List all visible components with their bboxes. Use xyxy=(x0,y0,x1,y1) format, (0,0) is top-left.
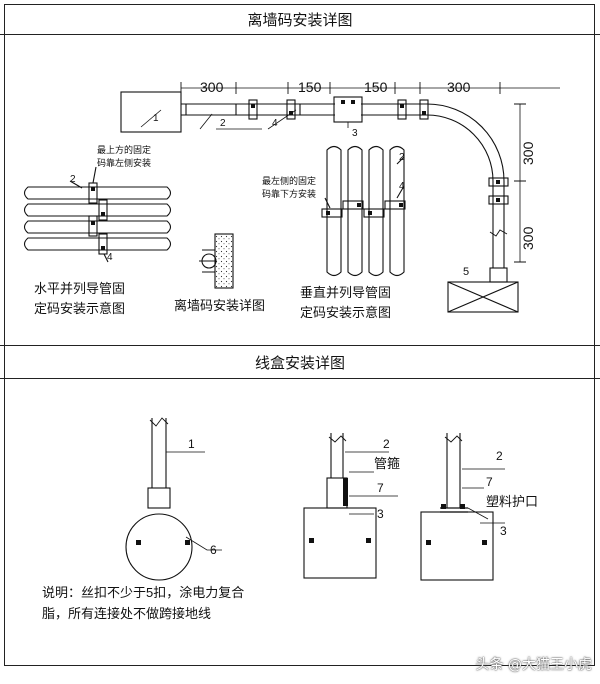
note-line-1: 说明：丝扣不少于5扣，涂电力复合 xyxy=(42,585,244,600)
caption-horizontal-1: 水平并列导管固 xyxy=(34,281,125,296)
clip-c xyxy=(397,99,407,120)
square-box-clamp-detail xyxy=(303,433,398,579)
callout-a6: 6 xyxy=(210,543,217,557)
callout-h2: 2 xyxy=(70,174,76,185)
callout-c7: 7 xyxy=(486,475,493,489)
clip-f xyxy=(488,195,509,205)
clip-b xyxy=(286,99,296,120)
horizontal-parallel-conduits xyxy=(23,166,172,263)
label-clamp: 管箍 xyxy=(374,456,400,471)
note-left-fix-2: 码靠下方安装 xyxy=(262,188,316,199)
section1-title: 离墙码安装详图 xyxy=(247,11,353,29)
dim-300-left: 300 xyxy=(200,79,224,95)
title-divider-1 xyxy=(0,34,600,35)
conduit-elbow xyxy=(426,103,505,182)
callout-a1: 1 xyxy=(188,437,195,451)
conduit-horizontal-right xyxy=(361,103,427,116)
device-box-5 xyxy=(447,281,519,313)
callout-v4: 4 xyxy=(399,181,405,192)
dim-300-vertical-bottom: 300 xyxy=(520,226,536,250)
callout-4: 4 xyxy=(272,118,278,129)
section-divider xyxy=(0,345,600,346)
section2-title: 线盒安装详图 xyxy=(254,354,345,372)
clip-d xyxy=(419,99,429,120)
callout-c3: 3 xyxy=(500,524,507,538)
note-top-fix-1: 最上方的固定 xyxy=(97,144,151,155)
callout-v2: 2 xyxy=(399,152,405,163)
title-divider-2 xyxy=(0,378,600,379)
note-left-fix-1: 最左侧的固定 xyxy=(262,175,316,186)
callout-h4: 4 xyxy=(107,252,113,263)
junction-box-3 xyxy=(333,96,363,123)
watermark: 头条 @大猫王小虎 xyxy=(475,657,592,673)
wall-clip-detail xyxy=(199,233,234,289)
dim-150-left: 150 xyxy=(298,79,322,95)
callout-b7: 7 xyxy=(377,481,384,495)
callout-2: 2 xyxy=(220,118,226,129)
dim-300-vertical-top: 300 xyxy=(520,141,536,165)
callout-c2: 2 xyxy=(496,449,503,463)
device-box-1 xyxy=(120,91,182,133)
drawing-frame xyxy=(4,4,595,666)
round-box-detail xyxy=(125,417,222,581)
caption-horizontal-2: 定码安装示意图 xyxy=(34,301,125,316)
conduit-vertical xyxy=(492,181,505,268)
label-bushing: 塑料护口 xyxy=(486,494,538,509)
note-top-fix-2: 码靠左侧安装 xyxy=(97,157,151,168)
dim-150-right: 150 xyxy=(364,79,388,95)
callout-1: 1 xyxy=(153,113,159,124)
conduit-horizontal-left xyxy=(181,103,335,116)
callout-3: 3 xyxy=(352,128,358,139)
clip-e xyxy=(488,177,509,187)
clip-a xyxy=(248,99,258,120)
caption-vertical-1: 垂直并列导管固 xyxy=(300,285,391,300)
caption-vertical-2: 定码安装示意图 xyxy=(300,305,391,320)
caption-detail: 离墙码安装详图 xyxy=(174,298,265,313)
dim-300-right: 300 xyxy=(447,79,471,95)
callout-b3: 3 xyxy=(377,507,384,521)
callout-b2: 2 xyxy=(383,437,390,451)
note-line-2: 脂，所有连接处不做跨接地线 xyxy=(42,606,211,621)
vertical-parallel-conduits xyxy=(321,145,406,277)
callout-5: 5 xyxy=(463,266,469,278)
